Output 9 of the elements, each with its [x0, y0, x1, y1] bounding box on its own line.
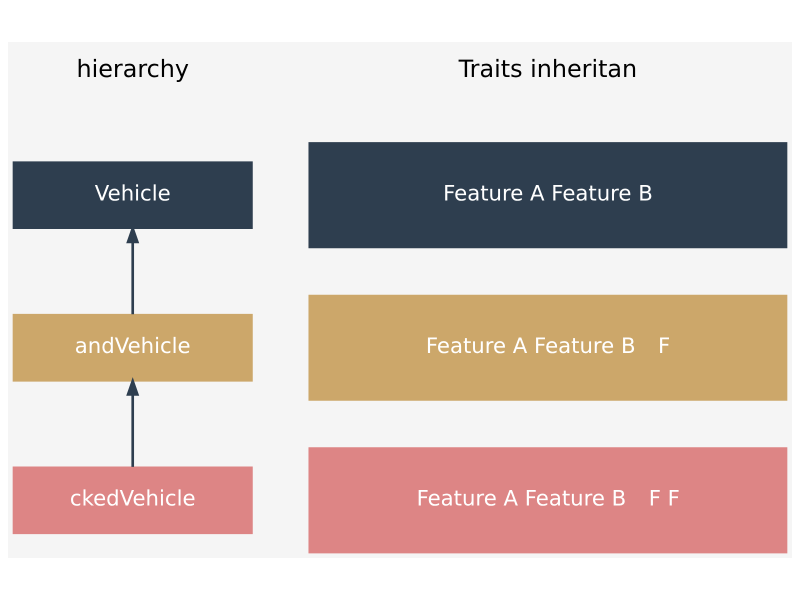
label: hierarchy [76, 55, 189, 84]
node-box: Vehicle [12, 161, 253, 230]
node-box: Feature A Feature B F [308, 294, 788, 401]
node-box: ckedVehicle [12, 466, 253, 534]
node-box: Feature A Feature B F F [308, 447, 788, 554]
arrow [126, 377, 140, 467]
node-box: Feature A Feature B [308, 142, 788, 248]
node-box: andVehicle [12, 314, 253, 382]
label: Traits inheritan [458, 55, 638, 84]
